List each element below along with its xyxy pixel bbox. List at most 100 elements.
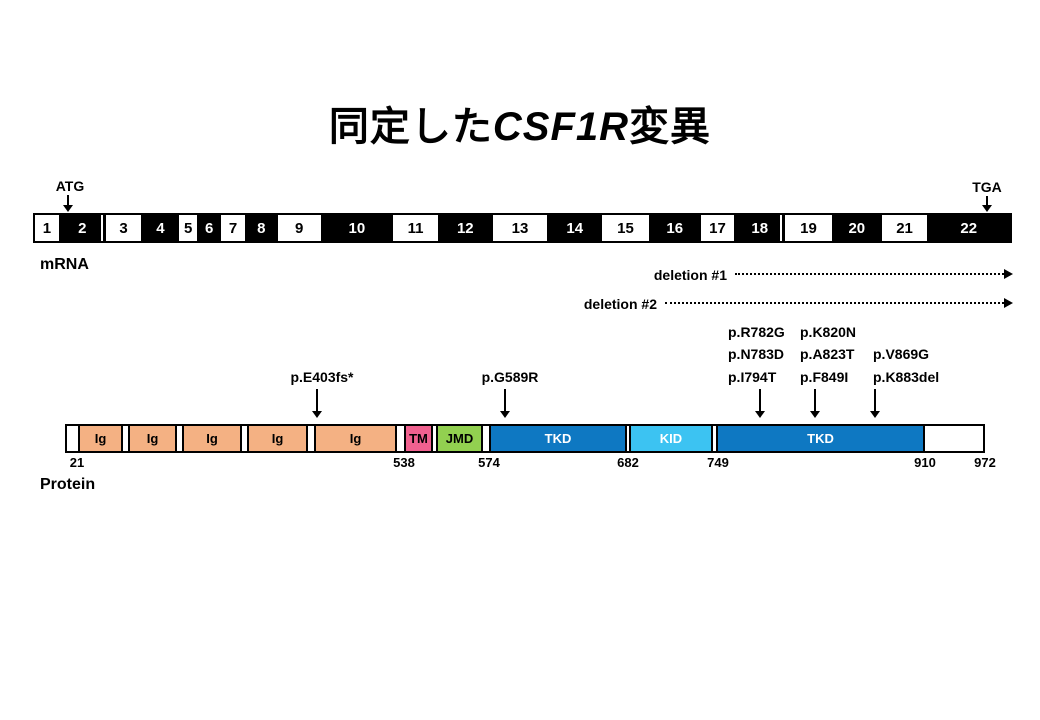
position-label-749: 749 — [707, 455, 729, 470]
mutation-label: p.I794T — [728, 369, 777, 385]
exon-17-label: 17 — [709, 219, 726, 237]
exon-7-label: 7 — [228, 219, 238, 237]
exon-2-label: 2 — [78, 219, 87, 237]
exon-16-label: 16 — [666, 219, 684, 237]
position-label-538: 538 — [393, 455, 415, 470]
exon-13: 13 — [492, 215, 548, 241]
exon-17: 17 — [700, 215, 735, 241]
domain-kid-label: KID — [659, 431, 683, 446]
exon-separator — [100, 215, 103, 241]
exon-4: 4 — [141, 215, 180, 241]
exon-12: 12 — [437, 215, 493, 241]
domain-ig-3-label: Ig — [206, 431, 218, 446]
domain-ig-2: Ig — [128, 424, 177, 453]
deletion-2-label: deletion #2 — [583, 296, 657, 312]
domain-tkd-2: TKD — [716, 424, 925, 453]
mutation-label: p.N783D — [728, 346, 785, 362]
domain-ig-4: Ig — [247, 424, 308, 453]
deletion-1-label: deletion #1 — [653, 267, 727, 283]
domain-ig-1-label: Ig — [94, 431, 107, 446]
exon-8-label: 8 — [257, 219, 266, 237]
position-label-21: 21 — [69, 455, 85, 470]
exon-22: 22 — [927, 215, 1010, 241]
exon-3-label: 3 — [119, 219, 128, 237]
domain-ig-5: Ig — [314, 424, 397, 453]
exon-18: 18 — [734, 215, 786, 241]
mrna-section-label: mRNA — [40, 256, 89, 273]
exon-separator — [780, 215, 783, 241]
atg-arrow-icon — [63, 195, 73, 212]
mrna-exon-bar: 1 2 3 4 5 6 7 8 9 10 11 12 13 14 15 16 1… — [33, 213, 1012, 243]
title-gene-name: CSF1R — [492, 105, 630, 149]
exon-8: 8 — [244, 215, 278, 241]
exon-22-label: 22 — [960, 219, 978, 237]
exon-5: 5 — [179, 215, 198, 241]
exon-20-label: 20 — [848, 219, 866, 237]
mutation-label: p.R782G — [728, 324, 785, 340]
mutation-label: p.F849I — [800, 369, 849, 385]
title-prefix: 同定した — [328, 105, 493, 149]
position-label-972: 972 — [974, 455, 996, 470]
mutation-label-g589r: p.G589R — [481, 369, 539, 385]
domain-tkd-2-label: TKD — [807, 431, 834, 446]
exon-14: 14 — [547, 215, 603, 241]
position-label-910: 910 — [914, 455, 936, 470]
deletion-1-arrow-icon — [735, 268, 1013, 280]
domain-jmd-label: JMD — [445, 431, 474, 446]
deletion-2-arrow-icon — [665, 297, 1013, 309]
exon-10: 10 — [320, 215, 394, 241]
exon-18-label: 18 — [751, 219, 769, 237]
mutation-arrow-icon — [755, 389, 765, 418]
exon-19-label: 19 — [800, 219, 817, 237]
domain-tkd-1: TKD — [489, 424, 627, 453]
exon-1-label: 1 — [42, 219, 52, 237]
exon-15: 15 — [602, 215, 649, 241]
mutation-label: p.V869G — [873, 346, 930, 362]
exon-16: 16 — [648, 215, 701, 241]
domain-tm-label: TM — [409, 431, 428, 446]
exon-13-label: 13 — [511, 219, 529, 237]
exon-2: 2 — [58, 215, 106, 241]
exon-1: 1 — [35, 215, 59, 241]
exon-15-label: 15 — [617, 219, 634, 237]
exon-9: 9 — [277, 215, 321, 241]
domain-jmd: JMD — [436, 424, 483, 453]
page-title: 同定したCSF1R変異 — [0, 94, 1040, 152]
domain-tm: TM — [404, 424, 433, 453]
mutation-arrow-icon — [810, 389, 820, 418]
exon-11-label: 11 — [407, 219, 424, 237]
exon-20: 20 — [831, 215, 882, 241]
position-label-682: 682 — [617, 455, 639, 470]
stop-codon-label: TGA — [972, 179, 1002, 195]
mutation-label: p.K820N — [800, 324, 857, 340]
mutation-label: p.A823T — [800, 346, 855, 362]
position-label-574: 574 — [478, 455, 500, 470]
domain-ig-5-label: Ig — [349, 431, 362, 446]
domain-kid: KID — [629, 424, 713, 453]
domain-ig-3: Ig — [182, 424, 242, 453]
exon-12-label: 12 — [456, 219, 474, 237]
start-codon-label: ATG — [55, 178, 85, 194]
exon-9-label: 9 — [294, 219, 304, 237]
exon-11: 11 — [393, 215, 438, 241]
exon-21: 21 — [881, 215, 928, 241]
exon-21-label: 21 — [896, 219, 913, 237]
mutation-label: p.K883del — [873, 369, 940, 385]
title-suffix: 変異 — [629, 105, 712, 149]
exon-6-label: 6 — [204, 219, 214, 237]
domain-ig-2-label: Ig — [146, 431, 159, 446]
domain-tkd-1-label: TKD — [544, 431, 572, 446]
exon-3: 3 — [105, 215, 142, 241]
protein-section-label: Protein — [40, 476, 96, 493]
mutation-arrow-icon — [312, 389, 322, 418]
exon-19: 19 — [785, 215, 832, 241]
exon-4-label: 4 — [156, 219, 165, 237]
tga-arrow-icon — [982, 196, 992, 212]
mutation-arrow-icon — [500, 389, 510, 418]
exon-5-label: 5 — [184, 219, 193, 237]
exon-14-label: 14 — [566, 219, 584, 237]
exon-7: 7 — [221, 215, 245, 241]
mutation-label-e403fs: p.E403fs* — [290, 369, 354, 385]
domain-ig-1: Ig — [78, 424, 123, 453]
